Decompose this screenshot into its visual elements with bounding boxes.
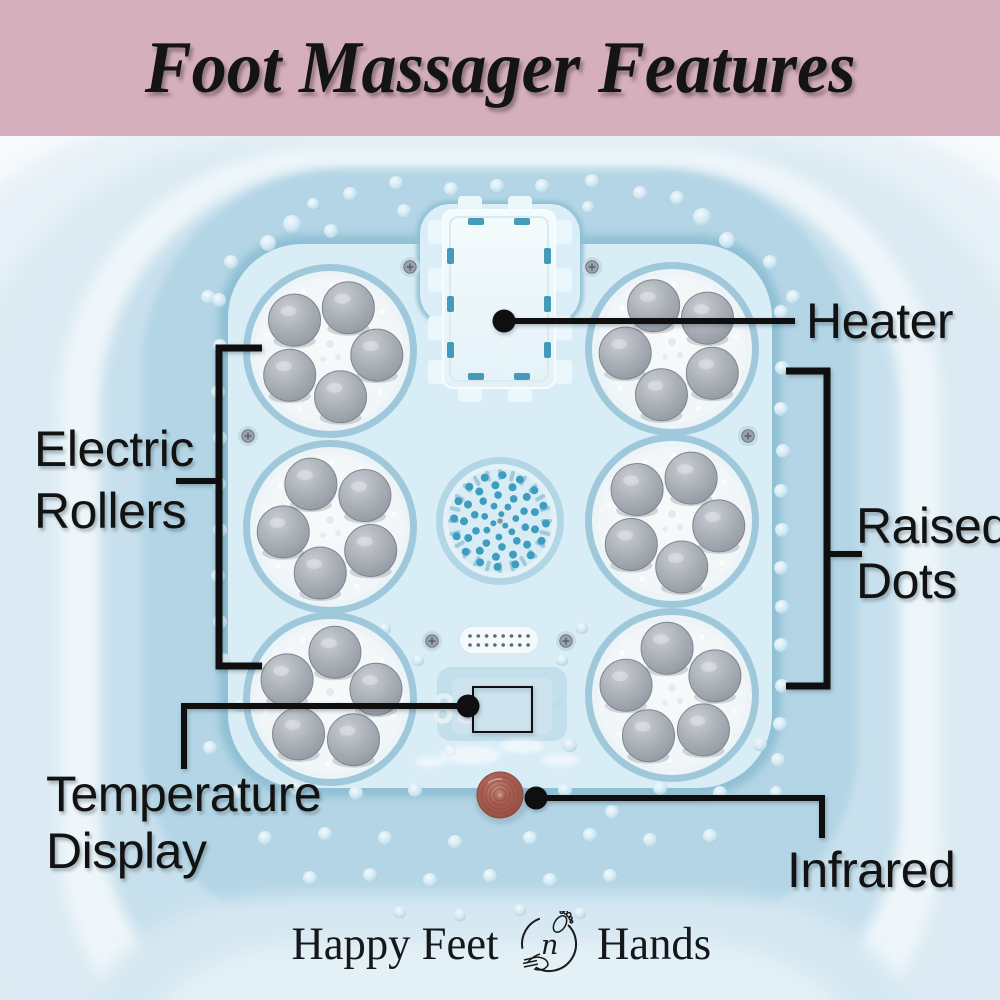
label-raised-dots: Raised Dots <box>856 499 1000 609</box>
label-electric-rollers-line2: Rollers <box>34 483 187 539</box>
page-title: Foot Massager Features <box>144 26 856 109</box>
temperature-display-digits: 88 <box>430 687 481 733</box>
logo-middle-letter: n <box>541 930 558 961</box>
logo-text-prefix: Happy Feet <box>291 918 499 970</box>
label-temperature-display: Temperature Display <box>46 766 322 880</box>
logo-circle <box>520 917 578 972</box>
label-infrared: Infrared <box>787 842 956 898</box>
heater-cover <box>428 196 572 402</box>
label-electric-rollers-line1: Electric <box>34 421 194 477</box>
hand-icon <box>522 953 549 971</box>
vent-strip <box>458 625 540 655</box>
bubble-drain <box>436 457 564 585</box>
foot-icon <box>552 911 574 933</box>
logo-text-suffix: Hands <box>596 918 712 970</box>
label-raised-dots-line2: Dots <box>856 553 957 609</box>
brand-logo: Happy Feet n Hands <box>0 902 1000 986</box>
label-temperature-display-line2: Display <box>46 823 207 879</box>
electric-rollers <box>243 262 759 786</box>
label-raised-dots-line1: Raised <box>856 498 1000 554</box>
infrared-lamp <box>475 771 529 824</box>
header-banner: Foot Massager Features <box>0 0 1000 136</box>
logo-emblem: n <box>520 911 578 972</box>
label-heater: Heater <box>806 293 954 349</box>
label-electric-rollers: Electric Rollers <box>34 418 194 542</box>
label-temperature-display-line1: Temperature <box>46 766 322 822</box>
